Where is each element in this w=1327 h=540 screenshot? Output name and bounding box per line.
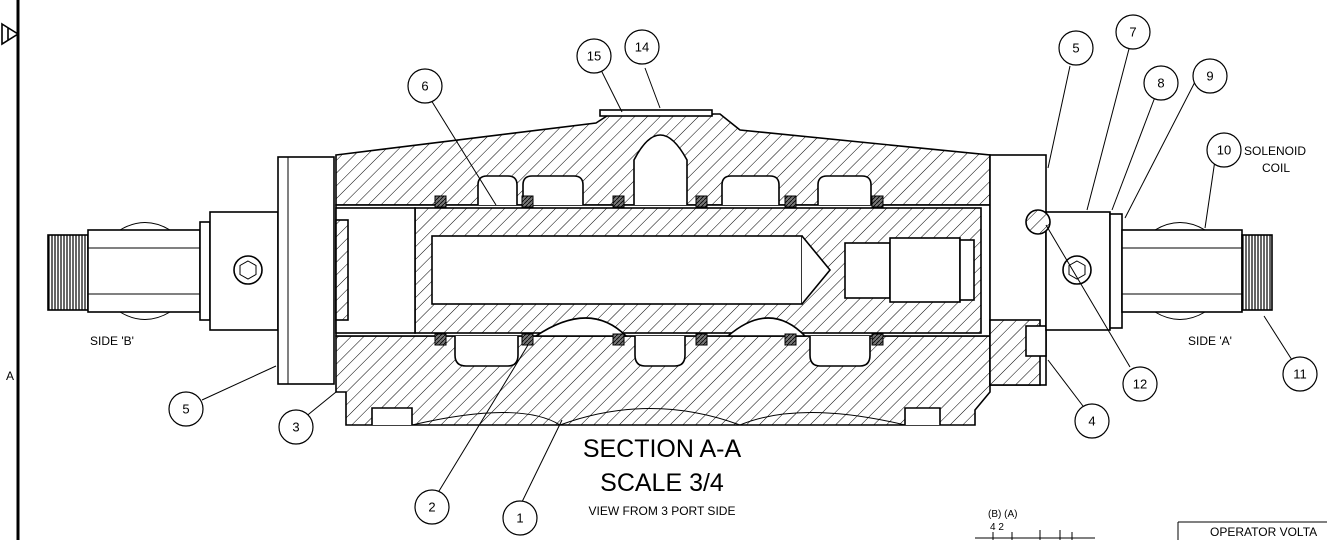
svg-text:15: 15	[587, 49, 601, 64]
solenoid-coil-a	[1121, 229, 1243, 313]
balloon-6	[407, 68, 443, 104]
balloon-3	[278, 409, 314, 445]
zone-marker: A	[6, 369, 14, 383]
balloon-8	[1143, 65, 1179, 101]
spool-internal-bore	[431, 235, 803, 305]
svg-text:2: 2	[428, 500, 435, 515]
valve-body-section	[335, 109, 991, 426]
ball-check	[1025, 209, 1051, 235]
svg-text:3: 3	[292, 420, 299, 435]
svg-text:6: 6	[421, 79, 428, 94]
svg-text:14: 14	[635, 40, 649, 55]
balloons: 1 2 3 4 5 5 6 7 8 9 10 11 12 14 15	[168, 14, 1318, 536]
svg-text:5: 5	[1072, 41, 1079, 56]
solenoid-coil-b	[87, 229, 201, 313]
operator-voltage-table: OPERATOR VOLTA	[1177, 521, 1327, 540]
valve-symbol: (B) (A) 4 2	[975, 509, 1095, 540]
balloon-5-left	[168, 391, 204, 427]
solenoid-operator-side-b	[47, 156, 335, 385]
end-cap-b	[277, 156, 335, 385]
balloon-9	[1192, 58, 1228, 94]
section-subtitle: VIEW FROM 3 PORT SIDE	[589, 504, 736, 518]
svg-text:8: 8	[1157, 76, 1164, 91]
svg-text:7: 7	[1129, 25, 1136, 40]
svg-text:9: 9	[1206, 69, 1213, 84]
svg-text:5: 5	[182, 402, 189, 417]
side-b-label: SIDE 'B'	[90, 334, 134, 348]
solenoid-label-line1: SOLENOID	[1244, 144, 1306, 158]
section-title: SECTION A-A SCALE 3/4 VIEW FROM 3 PORT S…	[583, 435, 742, 518]
pilot-passage	[633, 134, 688, 205]
balloon-5-right	[1058, 30, 1094, 66]
symbol-port-numbers: 4 2	[990, 522, 1004, 533]
manual-override-knob-b	[47, 234, 89, 311]
hex-socket-screw-b	[233, 255, 263, 285]
svg-text:10: 10	[1217, 143, 1231, 158]
side-a-label: SIDE 'A'	[1188, 334, 1232, 348]
balloon-7	[1115, 14, 1151, 50]
section-arrow-icon	[1, 22, 20, 46]
balloon-4	[1074, 403, 1110, 439]
balloon-15	[576, 38, 612, 74]
balloon-11	[1282, 356, 1318, 392]
section-title-line1: SECTION A-A	[583, 435, 742, 463]
manual-override-knob-a	[1241, 234, 1273, 311]
o-ring	[434, 195, 447, 208]
solenoid-label-line2: COIL	[1262, 161, 1290, 175]
balloon-1	[502, 500, 538, 536]
balloon-12	[1122, 366, 1158, 402]
operator-table-header: OPERATOR VOLTA	[1210, 525, 1317, 539]
leader-lines	[201, 44, 1293, 507]
drawing-border: A	[1, 0, 20, 540]
balloon-14	[624, 29, 660, 65]
labels: SIDE 'B' SIDE 'A' SOLENOID COIL	[90, 144, 1306, 348]
symbol-port-labels: (B) (A)	[988, 509, 1017, 520]
svg-text:4: 4	[1088, 414, 1095, 429]
svg-text:12: 12	[1133, 377, 1147, 392]
svg-text:11: 11	[1293, 367, 1307, 382]
balloon-2	[414, 489, 450, 525]
solenoid-operator-side-a	[989, 154, 1273, 386]
balloon-10	[1206, 132, 1242, 168]
section-title-line2: SCALE 3/4	[600, 469, 724, 497]
svg-text:1: 1	[516, 511, 523, 526]
hex-socket-screw-a	[1062, 255, 1092, 285]
